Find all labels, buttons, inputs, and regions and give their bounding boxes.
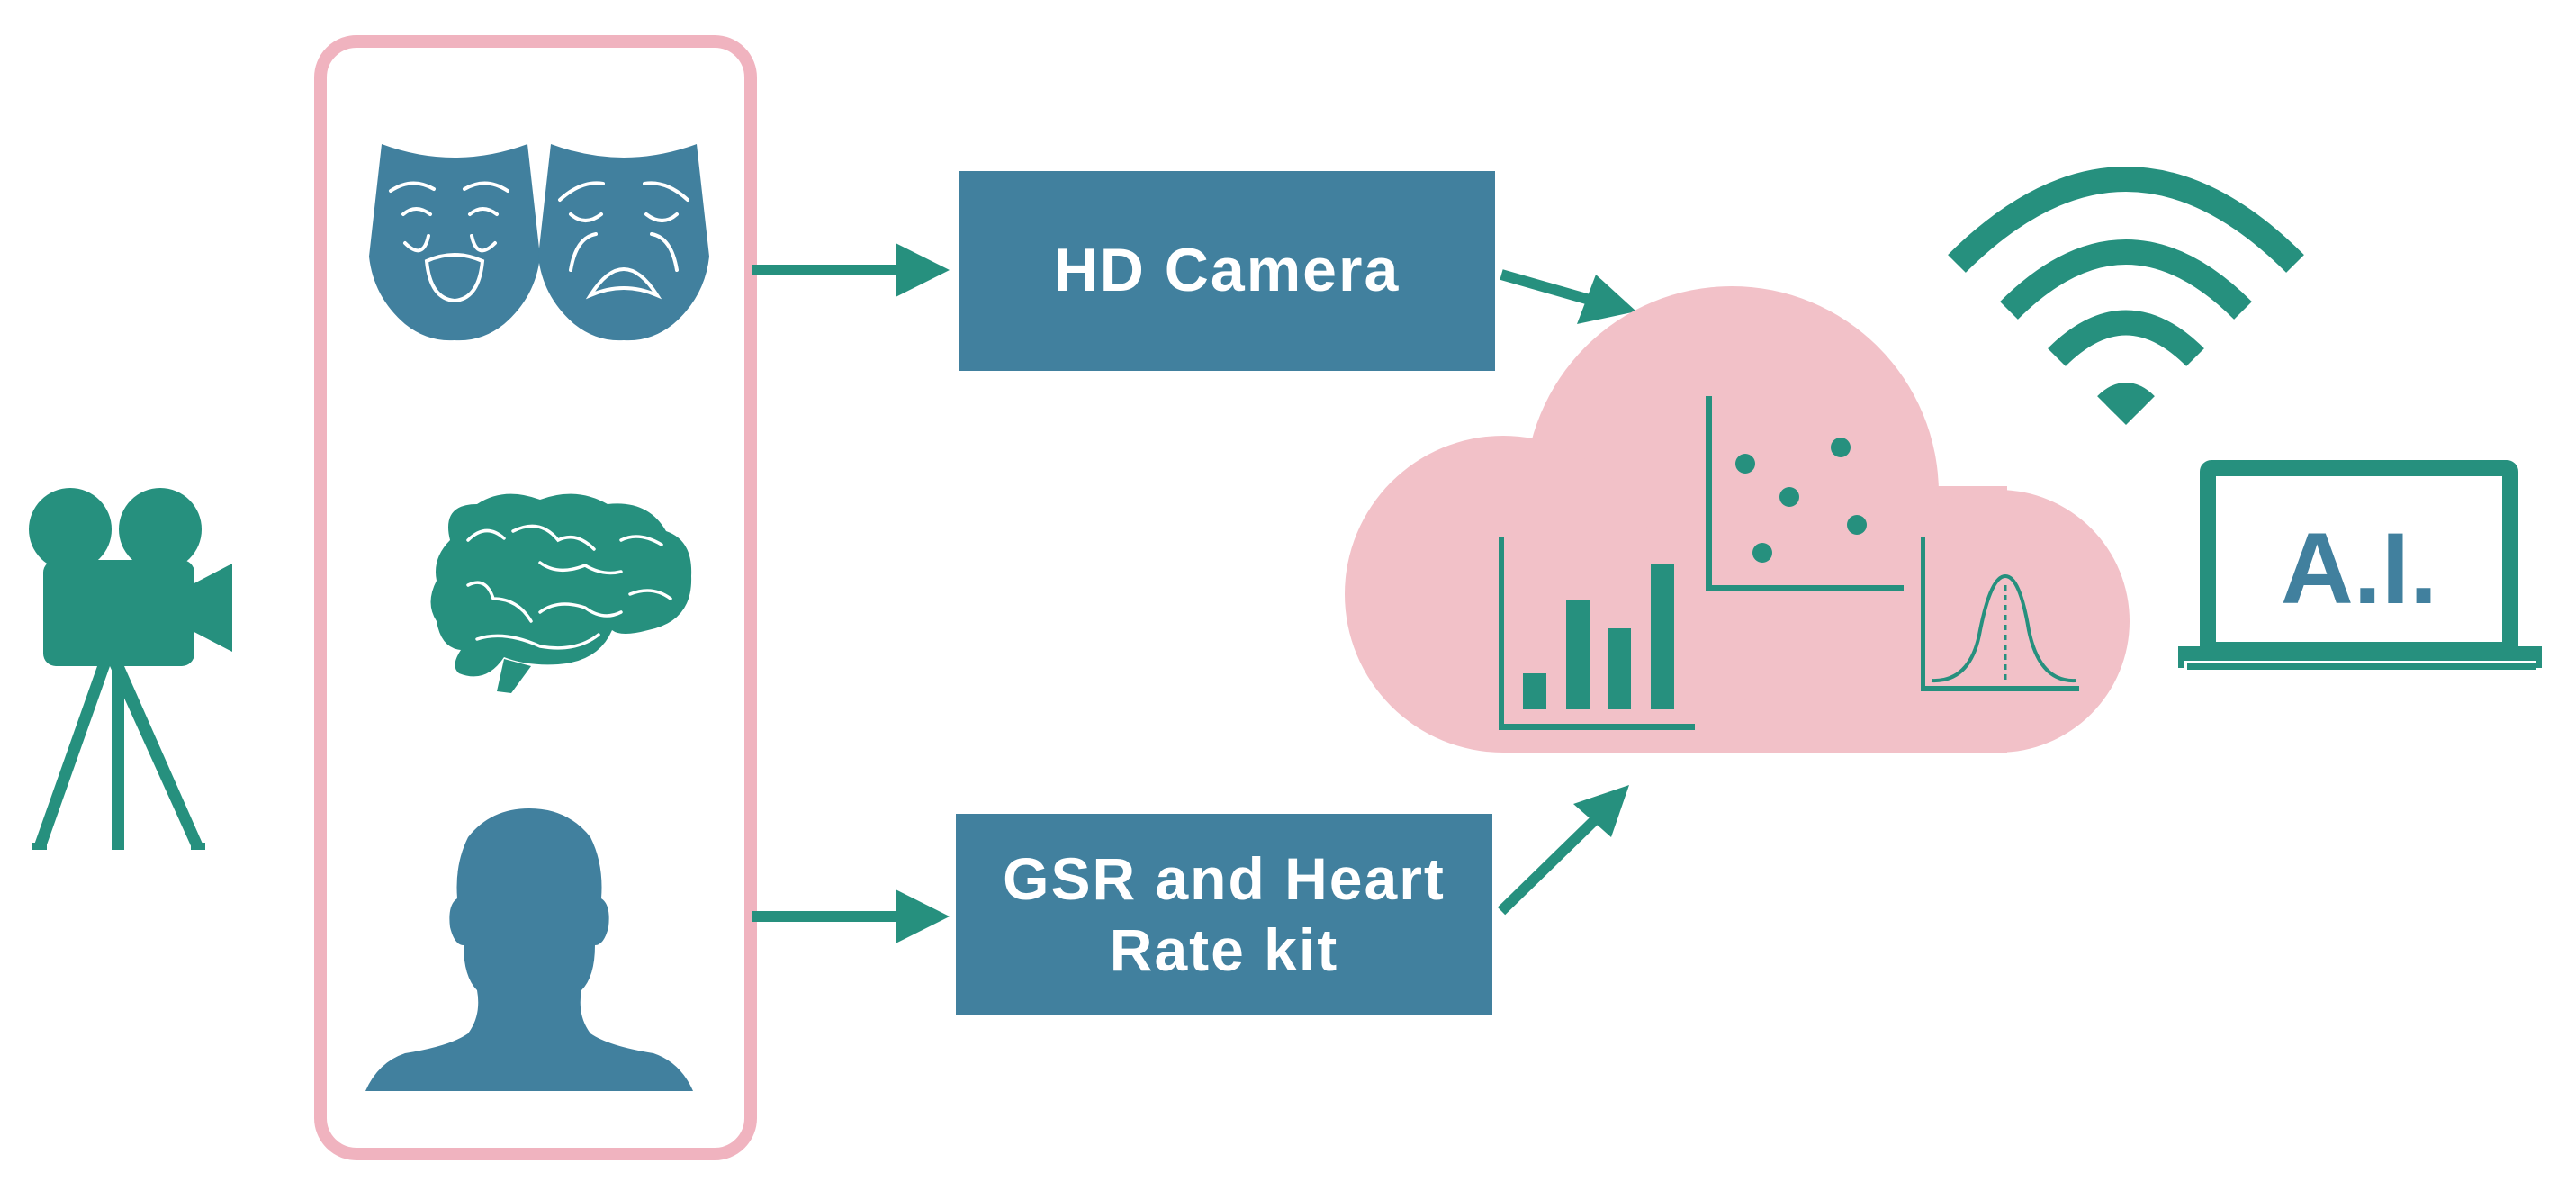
arrow-hd-to-cloud xyxy=(1500,269,1636,324)
arrow-gsr-to-cloud xyxy=(1497,785,1629,916)
wifi-point xyxy=(2106,396,2146,425)
person-head-icon xyxy=(365,808,693,1091)
bar-chart-icon xyxy=(1499,537,1695,730)
arrow-to-gsr-kit xyxy=(752,889,950,943)
theater-masks-icon xyxy=(369,144,709,341)
arrow-to-hd-camera xyxy=(752,243,950,297)
wifi-icon xyxy=(1948,167,2304,415)
film-camera-icon xyxy=(29,488,232,850)
distribution-curve-icon xyxy=(1921,537,2079,691)
scatter-plot-icon xyxy=(1706,396,1904,591)
subject-panel xyxy=(314,35,757,1160)
laptop-icon: A.I. xyxy=(2178,460,2542,670)
hd-camera-box xyxy=(959,171,1495,371)
hd-camera-label: HD Camera xyxy=(1053,236,1401,305)
gsr-kit-box xyxy=(956,814,1492,1015)
brain-icon xyxy=(430,493,692,693)
laptop-screen-text: A.I. xyxy=(2281,512,2437,625)
gsr-kit-label: GSR and Heart Rate kit xyxy=(1003,844,1446,983)
